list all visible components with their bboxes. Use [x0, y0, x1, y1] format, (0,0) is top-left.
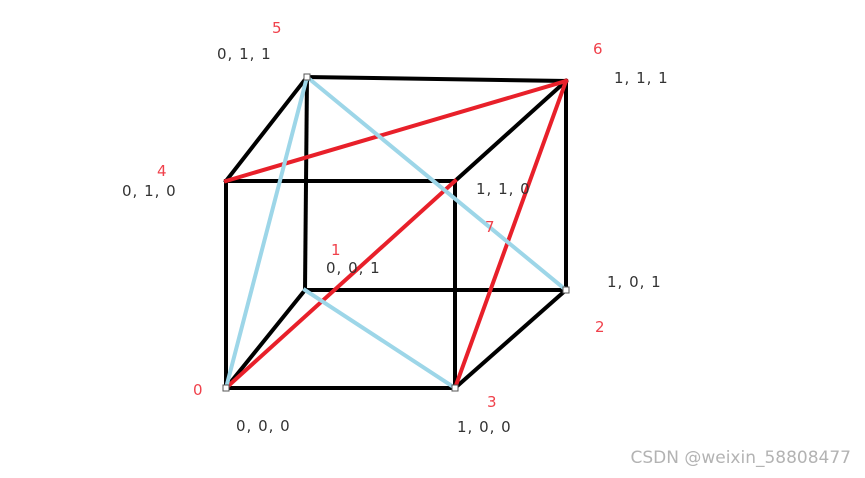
vertex-5-coords: 0, 1, 1	[217, 45, 272, 63]
blue-diagonals	[223, 74, 569, 391]
vertex-2-marker	[562, 286, 570, 294]
vertex-5-id: 5	[272, 19, 282, 37]
vertex-7-coords: 1, 1, 0	[476, 180, 531, 198]
vertex-1-id: 1	[331, 241, 341, 259]
vertex-2-id: 2	[595, 318, 605, 336]
cube-edges	[223, 74, 569, 391]
red-diagonal-4-6	[223, 78, 569, 184]
vertex-markers	[222, 73, 570, 392]
blue-diagonal-0-5	[223, 74, 310, 391]
edge-4-5	[223, 74, 310, 184]
vertex-4-coords: 0, 1, 0	[122, 182, 177, 200]
red-diagonal-3-6	[452, 78, 569, 391]
edge-0-1	[223, 287, 308, 391]
vertex-3-marker	[451, 384, 459, 392]
vertex-5-marker	[303, 73, 311, 81]
vertex-6-coords: 1, 1, 1	[614, 69, 669, 87]
vertex-7-id: 7	[485, 218, 495, 236]
vertex-2-coords: 1, 0, 1	[607, 273, 662, 291]
vertex-0-id: 0	[193, 381, 203, 399]
vertex-3-coords: 1, 0, 0	[457, 418, 512, 436]
vertex-0-marker	[222, 384, 230, 392]
edge-6-5	[304, 74, 569, 84]
edge-3-2	[452, 287, 569, 391]
watermark: CSDN @weixin_58808477	[630, 448, 851, 468]
blue-diagonal-1-3	[302, 287, 458, 391]
vertex-1-coords: 0, 0, 1	[326, 259, 381, 277]
vertex-3-id: 3	[487, 393, 497, 411]
blue-diagonal-5-2	[304, 74, 569, 293]
red-diagonal-0-7	[223, 178, 458, 391]
vertex-0-coords: 0, 0, 0	[236, 417, 291, 435]
edge-7-6	[452, 78, 569, 184]
vertex-6-id: 6	[593, 40, 603, 58]
vertex-4-id: 4	[157, 162, 167, 180]
edge-5-1	[302, 74, 310, 293]
